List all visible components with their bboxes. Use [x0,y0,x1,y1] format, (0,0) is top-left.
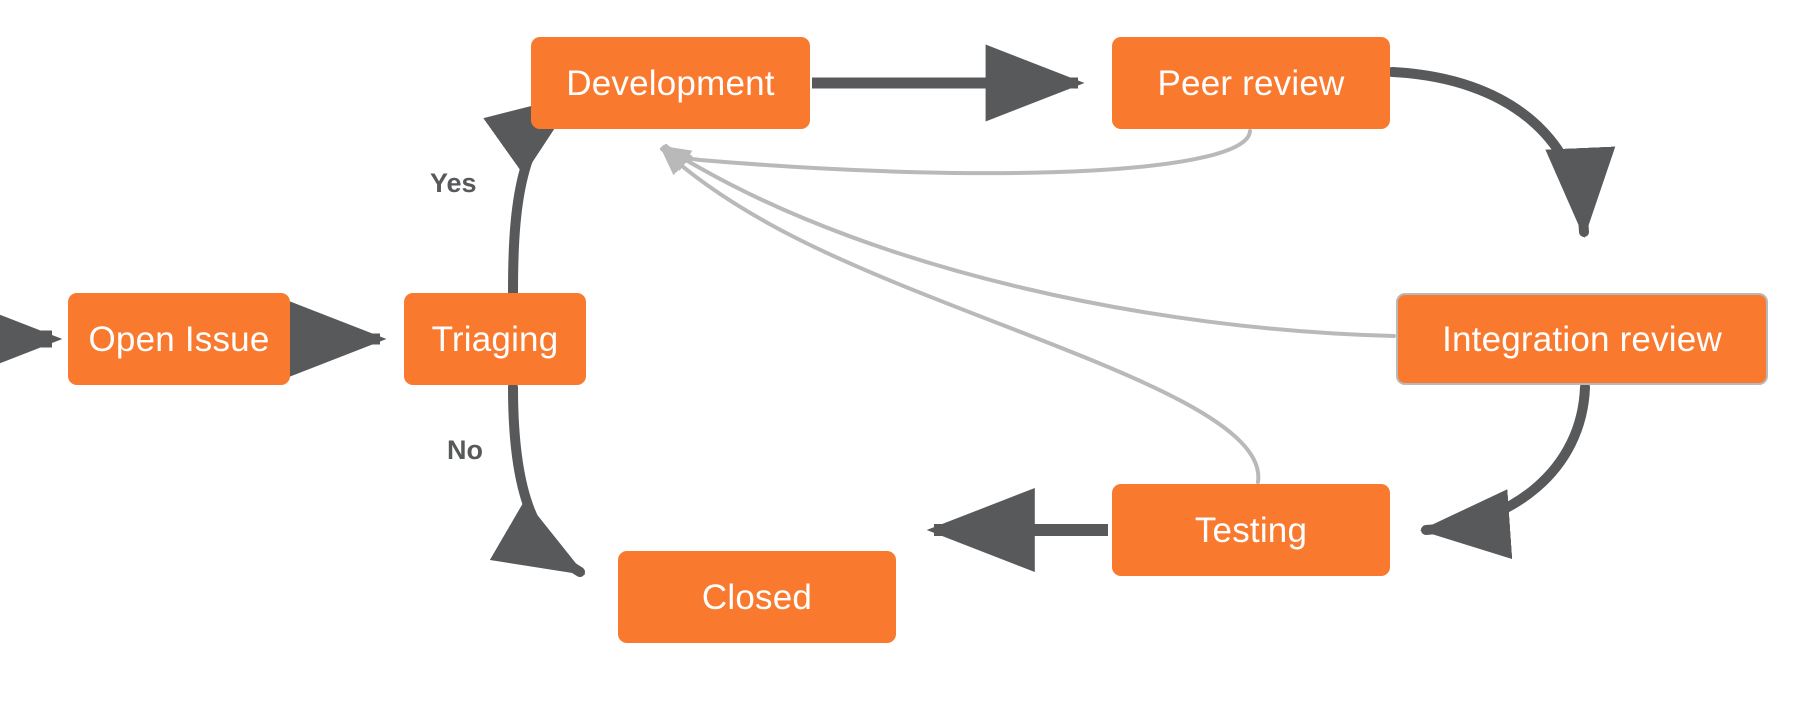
node-peer-review[interactable]: Peer review [1112,37,1390,129]
node-development[interactable]: Development [531,37,810,129]
node-label-triaging: Triaging [431,319,559,359]
node-integration-review[interactable]: Integration review [1396,293,1768,385]
edge-integration-review-to-testing [1420,382,1590,560]
node-label-peer-review: Peer review [1157,63,1345,103]
edge-peer-review-to-development [664,129,1252,176]
node-triaging[interactable]: Triaging [404,293,586,385]
node-testing[interactable]: Testing [1112,484,1390,576]
node-label-development: Development [566,63,775,103]
node-label-integration-review: Integration review [1442,319,1722,359]
edge-label-no: No [447,435,483,465]
node-label-open-issue: Open Issue [88,319,270,359]
node-label-testing: Testing [1194,510,1308,550]
edge-label-yes: Yes [430,168,477,198]
edge-triaging-to-closed [489,382,586,577]
node-open-issue[interactable]: Open Issue [68,293,290,385]
edge-integration-review-to-development [662,145,1396,338]
node-label-closed: Closed [701,577,813,617]
node-closed[interactable]: Closed [618,551,896,643]
edge-testing-to-development [660,147,1261,484]
edge-peer-review-to-integration-review [1387,67,1616,238]
